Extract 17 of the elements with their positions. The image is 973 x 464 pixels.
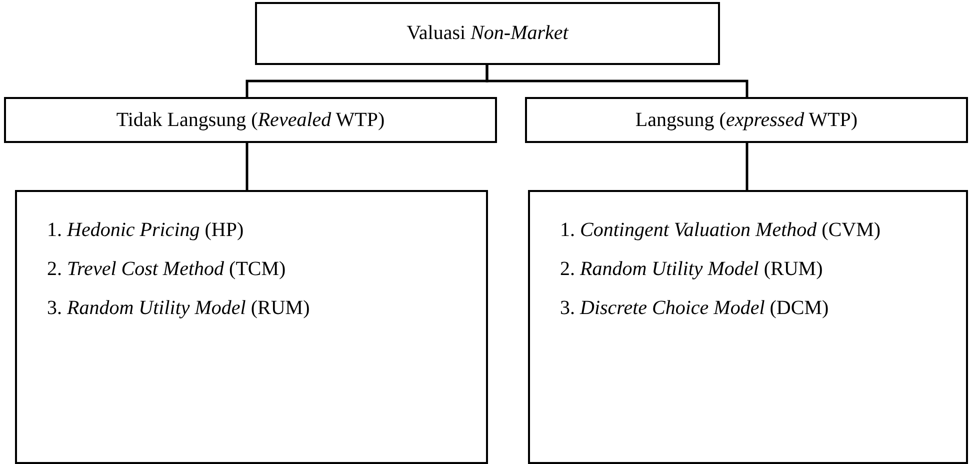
- list-item: 2. Trevel Cost Method (TCM): [47, 257, 287, 282]
- connector-line: [246, 143, 248, 190]
- method-list-box: [15, 190, 488, 464]
- list-item: 2. Random Utility Model (RUM): [560, 257, 824, 282]
- connector-line: [746, 143, 748, 190]
- list-item: 1. Contingent Valuation Method (CVM): [560, 218, 882, 243]
- list-item: 3. Random Utility Model (RUM): [47, 296, 311, 321]
- connector-line: [486, 65, 748, 97]
- list-item: 3. Discrete Choice Model (DCM): [560, 296, 830, 321]
- category-box: [525, 97, 968, 143]
- method-list-box: [528, 190, 968, 464]
- heading-text: Langsung (expressed WTP): [635, 108, 858, 132]
- category-box: [4, 97, 497, 143]
- list-item: 1. Hedonic Pricing (HP): [47, 218, 245, 243]
- heading-text: Valuasi Non-Market: [406, 22, 568, 45]
- heading-text: Tidak Langsung (Revealed WTP): [116, 108, 385, 132]
- title-box: [255, 2, 720, 65]
